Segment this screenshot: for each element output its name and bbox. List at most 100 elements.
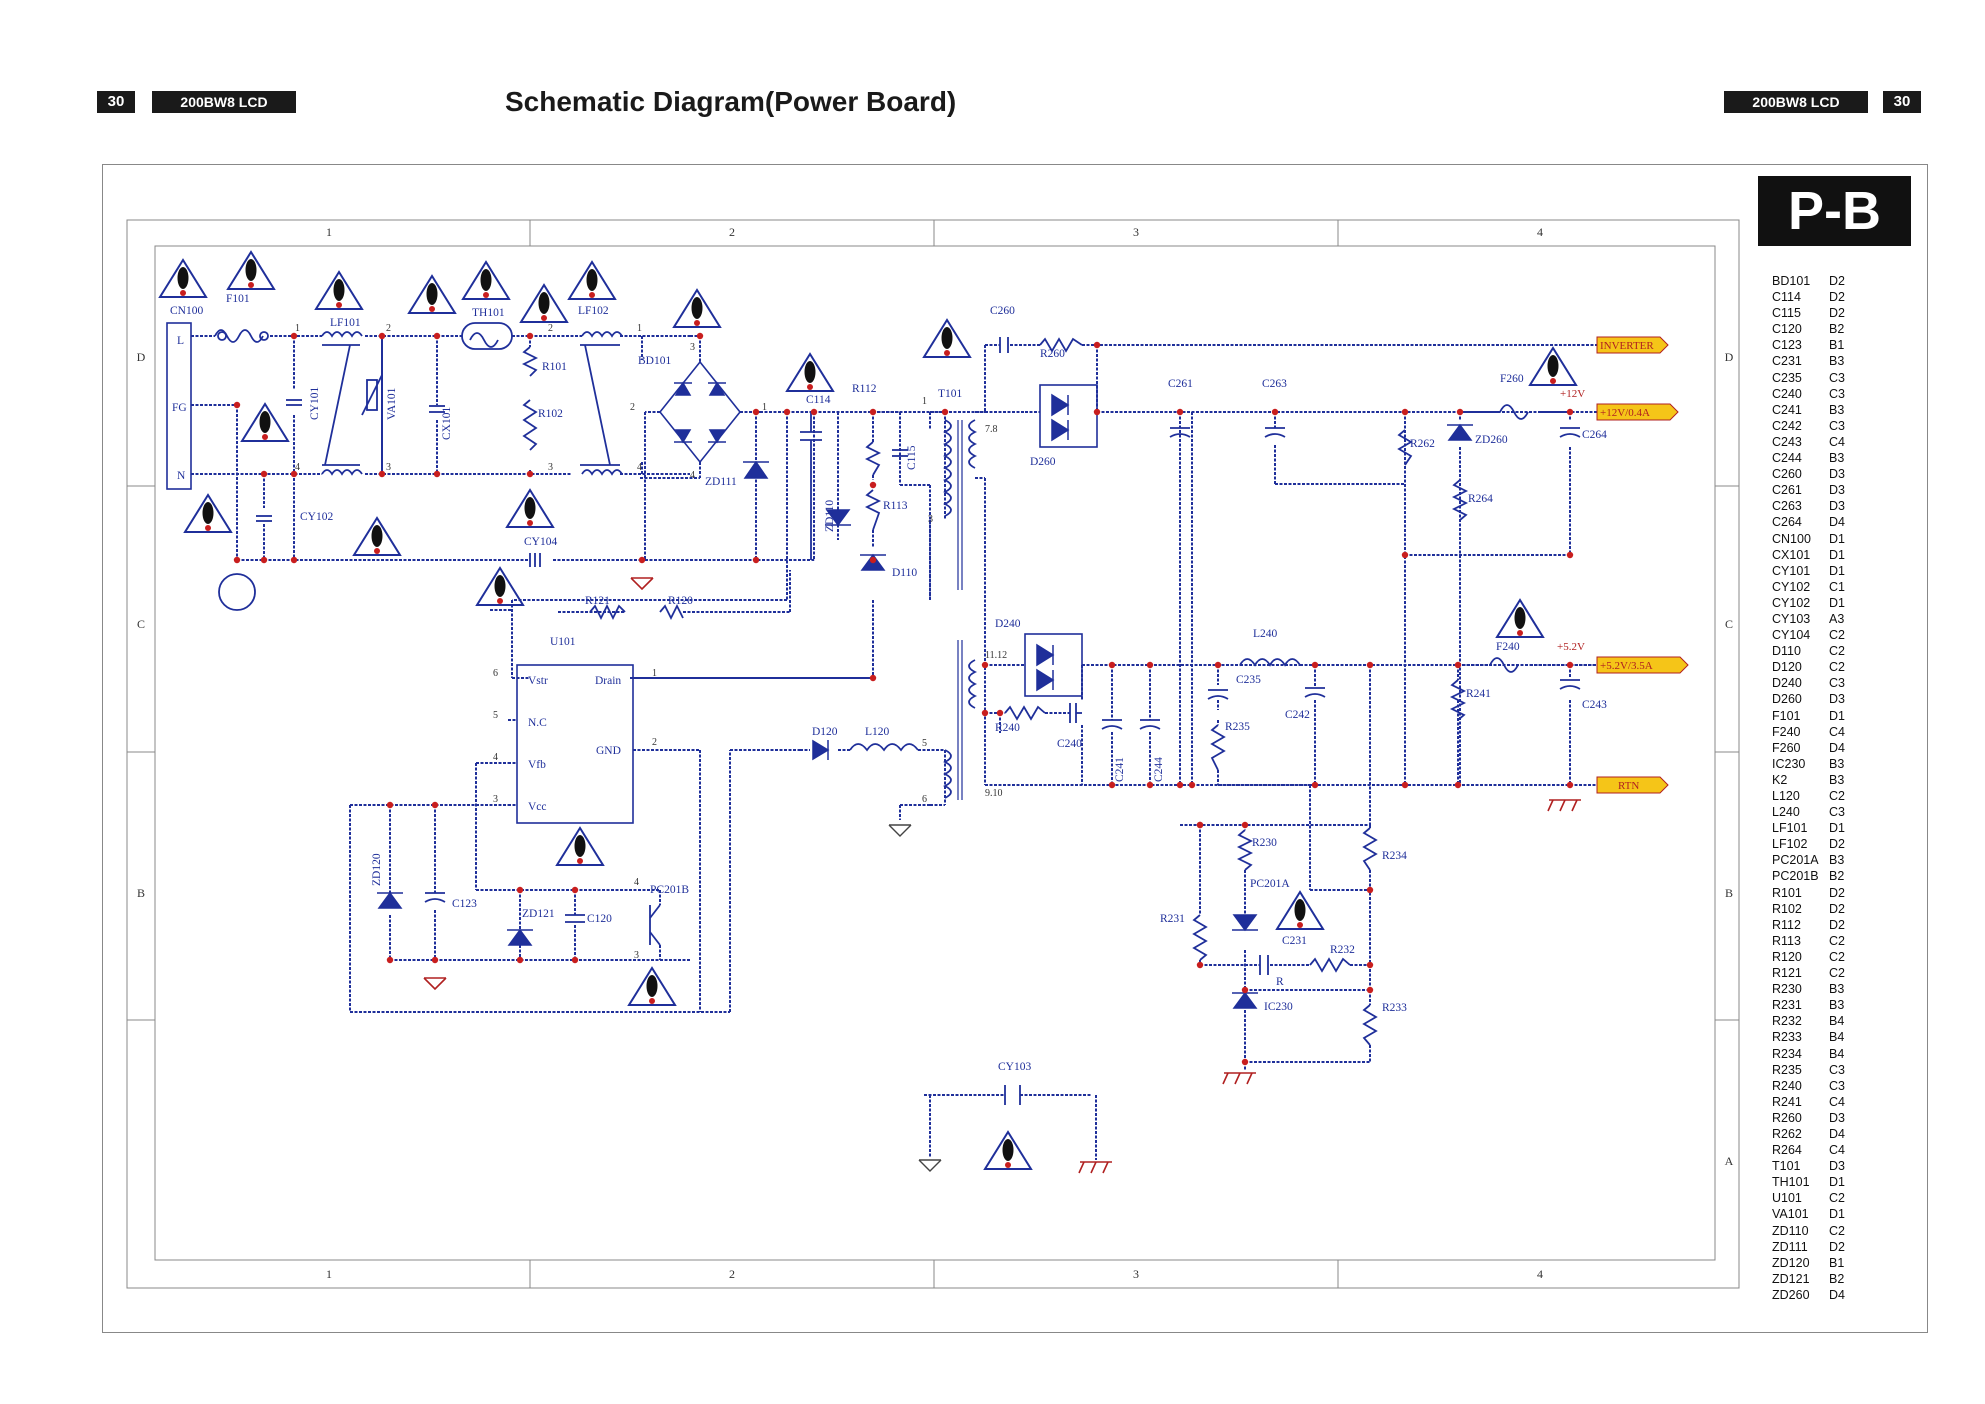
ref-designator: BD101 — [1772, 274, 1811, 288]
label-va101: VA101 — [386, 387, 398, 420]
label-c244: C244 — [1153, 757, 1165, 782]
ref-location: C2 — [1829, 949, 1845, 964]
ref-location: D3 — [1829, 467, 1845, 482]
junction-node — [1366, 961, 1374, 969]
ref-location: C2 — [1829, 660, 1845, 675]
row-label: B — [1725, 886, 1733, 900]
junction-node — [1241, 986, 1249, 994]
row-label: A — [1725, 1154, 1734, 1168]
ref-designator: U101 — [1772, 1191, 1802, 1206]
ref-location: C3 — [1829, 676, 1845, 691]
ref-row: BD101 D2 — [1772, 273, 1845, 289]
ref-designator: R235 — [1772, 1062, 1802, 1077]
pin-number: 6 — [493, 668, 498, 679]
ref-location: B2 — [1829, 322, 1845, 337]
ref-designator: C123 — [1772, 338, 1802, 353]
label-zd111: ZD111 — [705, 476, 737, 488]
ref-location: C3 — [1829, 1078, 1845, 1093]
wires — [166, 322, 1597, 1160]
pin-number: 1 — [922, 396, 927, 407]
ref-designator: LF102 — [1772, 837, 1808, 852]
ref-designator: R264 — [1772, 1143, 1802, 1158]
pin-number: 2 — [548, 323, 553, 334]
ref-location: D4 — [1829, 515, 1845, 530]
pin-number: 3 — [928, 514, 933, 525]
ref-location: C2 — [1829, 1191, 1845, 1206]
label-r112: R112 — [852, 383, 877, 395]
ref-designator: CY101 — [1772, 563, 1811, 578]
ref-location: C3 — [1829, 370, 1845, 385]
label-r235: R235 — [1225, 721, 1250, 733]
junction-node — [433, 332, 441, 340]
label-c240: C240 — [1057, 738, 1082, 750]
junction-node — [1311, 781, 1319, 789]
ref-location: D1 — [1829, 531, 1845, 546]
label-r101: R101 — [542, 361, 567, 373]
ref-location: D1 — [1829, 1207, 1845, 1222]
pin-number: 1 — [762, 402, 767, 413]
label-c235: C235 — [1236, 674, 1261, 686]
ref-location: C4 — [1829, 724, 1845, 739]
junction-node — [1108, 661, 1116, 669]
junction-node — [1401, 551, 1409, 559]
label-nc: N.C — [528, 717, 547, 729]
junction-node — [1093, 408, 1101, 416]
pin-numbers: 1 2 4 3 2 1 3 4 3 2 1 4 1 3 7.8 11.12 9.… — [295, 323, 1007, 961]
junction-node — [378, 332, 386, 340]
row-label: C — [137, 617, 145, 631]
label-zd110: ZD110 — [824, 500, 836, 532]
label-f101: F101 — [226, 293, 250, 305]
pin-number: 2 — [630, 402, 635, 413]
ref-location: D3 — [1829, 483, 1845, 498]
label-c123: C123 — [452, 898, 477, 910]
ground-symbols — [423, 577, 1582, 1174]
ref-location: D2 — [1829, 917, 1845, 932]
page-title: Schematic Diagram(Power Board) — [505, 86, 957, 117]
label-r232: R232 — [1330, 944, 1355, 956]
junction-node — [378, 470, 386, 478]
junction-node — [638, 556, 646, 564]
label-zd120: ZD120 — [371, 853, 383, 886]
ref-designator: F101 — [1772, 708, 1801, 723]
grid-labels: 1 2 3 4 1 2 3 4 D C B D C B A — [137, 225, 1734, 1281]
ref-designator: R240 — [1772, 1078, 1802, 1093]
pin-number: 7.8 — [985, 424, 998, 435]
junction-node — [1188, 781, 1196, 789]
label-vfb: Vfb — [528, 759, 546, 771]
ref-location: C4 — [1829, 434, 1845, 449]
ref-location: D1 — [1829, 708, 1845, 723]
col-label: 4 — [1537, 1267, 1543, 1281]
label-c243: C243 — [1582, 699, 1607, 711]
col-label: 2 — [729, 225, 735, 239]
ref-designator: R231 — [1772, 998, 1802, 1013]
ref-designator: R232 — [1772, 1014, 1802, 1029]
col-label: 3 — [1133, 1267, 1139, 1281]
ref-location: A3 — [1829, 611, 1845, 626]
label-r102: R102 — [538, 408, 563, 420]
pin-number: 1 — [637, 323, 642, 334]
ref-row: U101 C2 — [1772, 1190, 1845, 1206]
row-label: B — [137, 886, 145, 900]
ref-location: D2 — [1829, 274, 1845, 288]
label-r230: R230 — [1252, 837, 1277, 849]
junction-node — [810, 408, 818, 416]
